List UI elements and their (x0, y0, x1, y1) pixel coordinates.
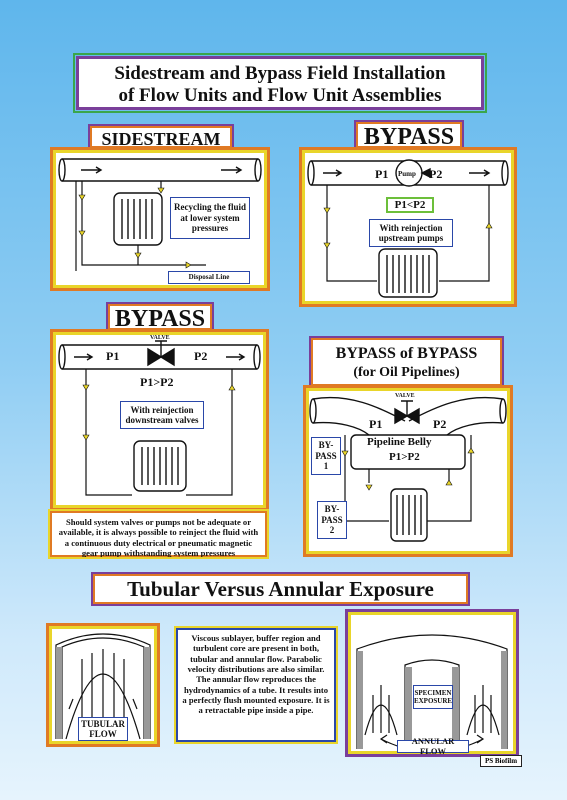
sidestream-label: Recycling the fluid at lower system pres… (170, 197, 250, 239)
bypass-1-label: With reinjection upstream pumps (369, 219, 453, 247)
bypass-1-compare-text: P1<P2 (394, 198, 426, 211)
bypass-1-label-text: With reinjection upstream pumps (378, 222, 444, 243)
bypass-1-diagram (307, 159, 509, 298)
bypass-1-p1: P1 (375, 167, 389, 181)
bypass-2-label-text: With reinjection downstream valves (125, 404, 199, 425)
sidestream-label-text: Recycling the fluid at lower system pres… (174, 202, 246, 234)
bypass-heading-1: BYPASS (354, 120, 464, 150)
flow-description-text: Viscous sublayer, buffer region and turb… (182, 633, 330, 716)
bypass-3-p1: P1 (369, 417, 383, 431)
credit-label: PS Biofilm (480, 755, 522, 767)
bypass-1-p2: P2 (429, 167, 443, 181)
system-note-text: Should system valves or pumps not be ade… (58, 517, 259, 558)
tubular-flow-text: TUBULAR FLOW (80, 718, 125, 739)
bypass-3-bypass2-text: BY-PASS 2 (321, 504, 343, 536)
bypass-3-diagram (309, 396, 507, 542)
bypass-3-p2: P2 (433, 417, 447, 431)
bypass-heading-1-text: BYPASS (363, 124, 455, 150)
bypass-3-valve-label: VALVE (395, 393, 415, 399)
bypass-2-compare: P1>P2 (140, 375, 174, 389)
bypass-2-diagram (58, 340, 261, 496)
bypass-2-p2: P2 (194, 349, 208, 363)
main-title-line1: Sidestream and Bypass Field Installation (114, 63, 446, 84)
bypass-2-valve-label: VALVE (150, 335, 170, 341)
bypass-3-bypass2-label: BY-PASS 2 (317, 501, 347, 539)
annular-panel: SPECIMEN EXPOSURE ANNULAR FLOW (345, 609, 519, 757)
bypass-2-label: With reinjection downstream valves (120, 401, 204, 429)
sidestream-heading: SIDESTREAM (88, 124, 234, 150)
tubular-panel: TUBULAR FLOW (46, 623, 160, 747)
sidestream-panel: Recycling the fluid at lower system pres… (50, 147, 270, 291)
bypass-heading-2: BYPASS (106, 302, 214, 332)
specimen-exposure-label: SPECIMEN EXPOSURE (413, 685, 453, 709)
bypass-3-bypass1-label: BY-PASS 1 (311, 437, 341, 475)
flow-description: Viscous sublayer, buffer region and turb… (174, 626, 338, 744)
tubular-diagram (55, 633, 151, 740)
bypass-of-bypass-subtitle: (for Oil Pipelines) (353, 365, 460, 380)
tubular-annular-heading-text: Tubular Versus Annular Exposure (127, 577, 434, 601)
bypass-of-bypass-title: BYPASS of BYPASS (335, 345, 478, 362)
bypass-3-compare: P1>P2 (389, 451, 420, 463)
bypass-1-pump-label: Pump (398, 170, 416, 178)
bypass-of-bypass-heading: BYPASS of BYPASS (for Oil Pipelines) (309, 336, 504, 388)
annular-diagram (356, 634, 508, 751)
tubular-annular-heading: Tubular Versus Annular Exposure (91, 572, 470, 606)
sidestream-heading-text: SIDESTREAM (101, 129, 221, 149)
annular-flow-text: ANNULAR FLOW (411, 735, 455, 756)
disposal-line-label: Disposal Line (168, 271, 250, 284)
disposal-line-text: Disposal Line (188, 273, 230, 282)
main-title: Sidestream and Bypass Field Installation… (73, 53, 487, 113)
system-note: Should system valves or pumps not be ade… (48, 509, 269, 559)
sidestream-diagram (58, 158, 262, 271)
credit-text: PS Biofilm (484, 757, 518, 765)
specimen-exposure-text: SPECIMEN EXPOSURE (413, 688, 453, 705)
bypass-3-bypass1-text: BY-PASS 1 (315, 440, 337, 472)
bypass-2-p1: P1 (106, 349, 120, 363)
main-title-line2: of Flow Units and Flow Unit Assemblies (118, 85, 442, 106)
annular-flow-label: ANNULAR FLOW (397, 736, 469, 755)
bypass-heading-2-text: BYPASS (114, 306, 206, 332)
bypass-3-belly: Pipeline Belly (367, 436, 432, 448)
bypass-1-compare: P1<P2 (386, 197, 434, 213)
bypass-of-bypass-panel: P1 P2 VALVE Pipeline Belly P1>P2 BY-PASS… (303, 385, 513, 557)
tubular-flow-label: TUBULAR FLOW (78, 717, 128, 741)
bypass-panel-1: P1 P2 Pump P1<P2 With reinjection upstre… (299, 147, 517, 307)
bypass-panel-2: P1 P2 VALVE P1>P2 With reinjection downs… (50, 329, 269, 511)
